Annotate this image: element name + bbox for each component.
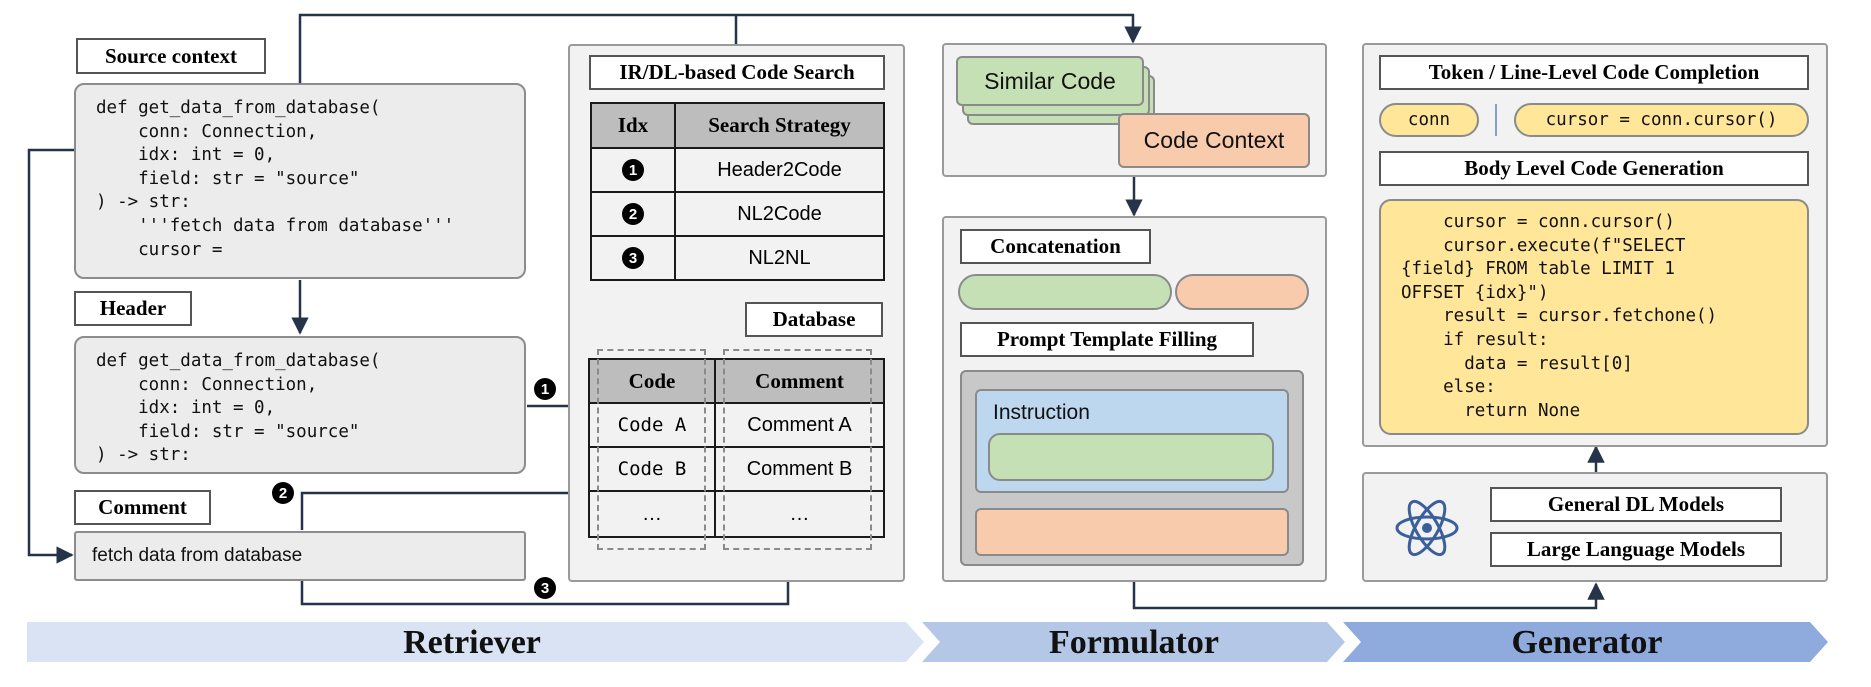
strategy-idx-2: 2 bbox=[622, 203, 644, 225]
search-strategy-table: Idx Search Strategy 1 Header2Code 2 NL2C… bbox=[590, 102, 885, 281]
strategy-row: 2 NL2Code bbox=[590, 191, 885, 237]
source-context-label: Source context bbox=[76, 38, 266, 74]
db-header-comment: Comment bbox=[714, 358, 885, 404]
header-code: def get_data_from_database( conn: Connec… bbox=[74, 336, 526, 474]
strategy-header-idx: Idx bbox=[590, 102, 676, 149]
code-search-title: IR/DL-based Code Search bbox=[589, 55, 885, 90]
arrow-source-to-formulator bbox=[298, 13, 1142, 84]
strategy-name-2: NL2Code bbox=[674, 191, 885, 237]
concat-similar-segment bbox=[958, 274, 1172, 310]
completion-divider bbox=[1495, 104, 1497, 136]
arrow-source-to-comment bbox=[27, 148, 75, 564]
general-dl-models-label: General DL Models bbox=[1490, 487, 1782, 522]
line-completion-text: cursor = conn.cursor() bbox=[1545, 110, 1778, 130]
similar-code-label: Similar Code bbox=[984, 67, 1116, 94]
strategy-header-name: Search Strategy bbox=[674, 102, 885, 149]
strategy-name-1: Header2Code bbox=[674, 147, 885, 193]
db-row: … … bbox=[588, 490, 885, 538]
strategy-idx-3: 3 bbox=[622, 247, 644, 269]
db-code-b: Code B bbox=[588, 446, 716, 492]
concat-context-segment bbox=[1175, 274, 1309, 310]
database-label: Database bbox=[745, 302, 883, 337]
body-generation-label: Body Level Code Generation bbox=[1379, 151, 1809, 186]
strategy-idx-1: 1 bbox=[622, 159, 644, 181]
instruction-similar-slot bbox=[988, 433, 1274, 481]
code-column-outline bbox=[597, 349, 706, 550]
concatenation-label: Concatenation bbox=[960, 229, 1151, 264]
strategy-row: 1 Header2Code bbox=[590, 147, 885, 193]
stage-banner bbox=[27, 622, 1828, 662]
prompt-template-label: Prompt Template Filling bbox=[960, 322, 1254, 357]
arrow-comment-to-code bbox=[300, 484, 588, 530]
code-context-box: Code Context bbox=[1118, 113, 1310, 168]
stage-formulator-arrow bbox=[922, 622, 1345, 662]
arrow-formulator-to-generator bbox=[1132, 582, 1605, 610]
code-context-label: Code Context bbox=[1143, 127, 1285, 153]
marker-2-comment: 2 bbox=[272, 482, 294, 504]
comment-text: fetch data from database bbox=[92, 545, 303, 566]
token-completion-pill: conn bbox=[1379, 103, 1479, 137]
db-comment-more: … bbox=[714, 490, 885, 538]
stage-generator-label: Generator bbox=[1511, 624, 1663, 661]
db-code-a: Code A bbox=[588, 402, 716, 448]
db-comment-a: Comment A bbox=[714, 402, 885, 448]
context-slot bbox=[975, 508, 1289, 556]
db-comment-b: Comment B bbox=[714, 446, 885, 492]
stage-generator-arrow bbox=[1343, 622, 1828, 662]
database-table: Code Comment Code A Comment A Code B Com… bbox=[588, 358, 885, 538]
instruction-label: Instruction bbox=[993, 401, 1090, 424]
db-code-more: … bbox=[588, 490, 716, 538]
body-code-box: cursor = conn.cursor() cursor.execute(f"… bbox=[1379, 199, 1809, 435]
comment-label: Comment bbox=[74, 490, 211, 525]
db-row: Code B Comment B bbox=[588, 446, 885, 492]
marker-1-header: 1 bbox=[534, 378, 556, 400]
marker-3-comment: 3 bbox=[534, 577, 556, 599]
token-completion-text: conn bbox=[1407, 110, 1451, 130]
strategy-name-3: NL2NL bbox=[674, 235, 885, 281]
similar-code-box: Similar Code bbox=[956, 56, 1144, 106]
stage-retriever-label: Retriever bbox=[403, 624, 541, 661]
comment-column-outline bbox=[723, 349, 872, 550]
completion-label: Token / Line-Level Code Completion bbox=[1379, 55, 1809, 90]
stage-retriever-arrow bbox=[27, 622, 924, 662]
stage-formulator-label: Formulator bbox=[1049, 624, 1219, 661]
atom-icon bbox=[1395, 499, 1459, 557]
line-completion-pill: cursor = conn.cursor() bbox=[1514, 103, 1809, 137]
llm-label: Large Language Models bbox=[1490, 532, 1782, 567]
source-context-code: def get_data_from_database( conn: Connec… bbox=[74, 83, 526, 279]
db-header-code: Code bbox=[588, 358, 716, 404]
header-label: Header bbox=[74, 291, 192, 326]
comment-text-box: fetch data from database bbox=[74, 531, 526, 581]
strategy-row: 3 NL2NL bbox=[590, 235, 885, 281]
db-row: Code A Comment A bbox=[588, 402, 885, 448]
